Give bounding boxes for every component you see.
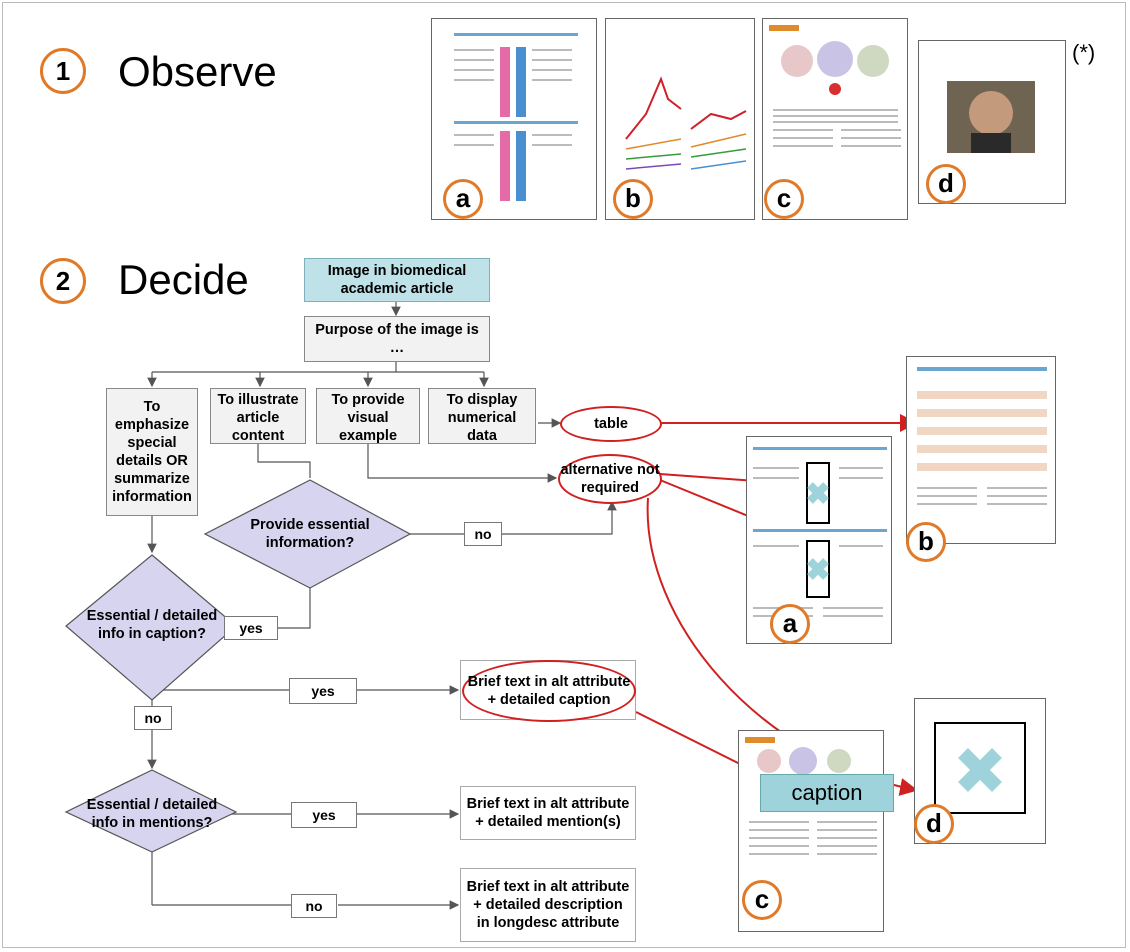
- start-box: Image in biomedical academic article: [304, 258, 490, 302]
- question-caption: Essential / detailed info in caption?: [86, 607, 218, 642]
- caption-highlight: caption: [760, 774, 894, 812]
- thumbnail-b-table: [906, 356, 1056, 544]
- answer-yes-mentions: yes: [291, 802, 357, 828]
- answer-no-essential: no: [464, 522, 502, 546]
- answer-no-caption: no: [134, 706, 172, 730]
- badge-d-crossed: d: [914, 804, 954, 844]
- option-example: To provide visual example: [316, 388, 420, 444]
- badge-b-table: b: [906, 522, 946, 562]
- outcome-table-oval: table: [560, 406, 662, 442]
- answer-yes-caption: yes: [289, 678, 357, 704]
- outcome-caption-oval: Brief text in alt attribute + detailed c…: [462, 660, 636, 722]
- decision-diamond-mentions: [64, 769, 238, 853]
- step-2-circle: 2: [40, 258, 86, 304]
- thumbnail-a-crossed: [746, 436, 892, 644]
- step-1-title: Observe: [118, 48, 277, 95]
- decision-diamond-caption: [65, 554, 237, 701]
- question-mentions: Essential / detailed info in mentions?: [86, 796, 218, 831]
- thumbnail-b-art: [625, 76, 747, 170]
- option-emphasize: To emphasize special details OR summariz…: [106, 388, 198, 516]
- outcome-mention-box: Brief text in alt attribute + detailed m…: [460, 786, 636, 840]
- badge-c-top: c: [764, 179, 804, 219]
- badge-a-top: a: [443, 179, 483, 219]
- answer-yes-essential: yes: [224, 616, 278, 640]
- thumbnail-a-art: [454, 33, 578, 201]
- outcome-alternative-oval: alternative not required: [558, 454, 662, 504]
- option-numerical: To display numerical data: [428, 388, 536, 444]
- purpose-box: Purpose of the image is …: [304, 316, 490, 362]
- article-art: [745, 737, 877, 855]
- crossed-figures-art: [753, 447, 887, 617]
- decision-diamond-essential: [203, 479, 412, 589]
- crossed-photo-art: [934, 722, 1026, 814]
- step-2-title: Decide: [118, 256, 249, 303]
- question-essential: Provide essential information?: [250, 516, 370, 551]
- outcome-longdesc-box: Brief text in alt attribute + detailed d…: [460, 868, 636, 942]
- badge-d-top: d: [926, 164, 966, 204]
- badge-b-top: b: [613, 179, 653, 219]
- thumbnail-c-art: [769, 25, 901, 147]
- step-1-circle: 1: [40, 48, 86, 94]
- answer-no-mentions: no: [291, 894, 337, 918]
- note-asterisk: (*): [1072, 40, 1096, 65]
- portrait-photo: [947, 81, 1035, 153]
- thumbnail-d-crossed: [914, 698, 1046, 844]
- badge-a-crossed: a: [770, 604, 810, 644]
- option-illustrate: To illustrate article content: [210, 388, 306, 444]
- table-art: [917, 367, 1047, 505]
- badge-c-caption: c: [742, 880, 782, 920]
